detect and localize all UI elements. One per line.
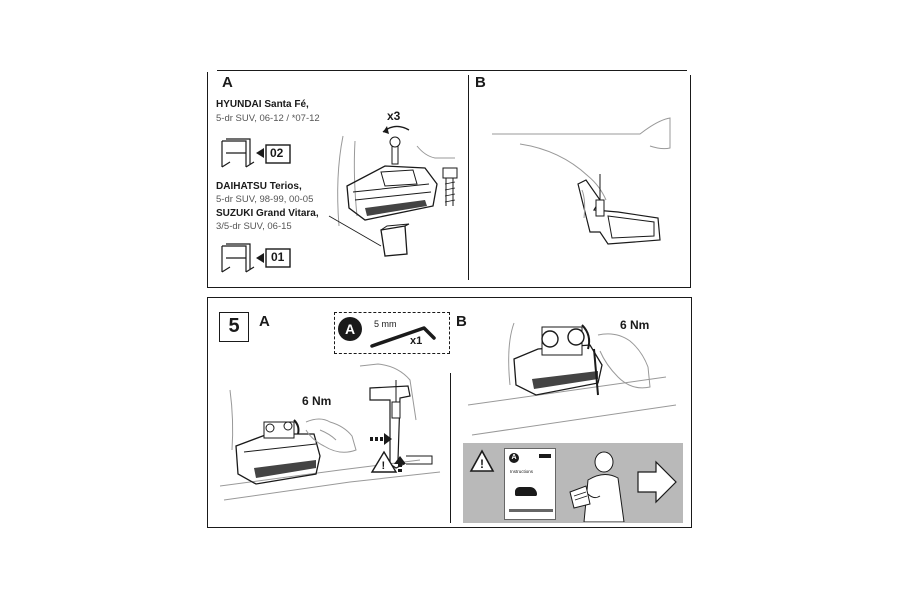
top-panel-left-border <box>207 72 208 288</box>
svg-text:!: ! <box>480 457 484 471</box>
tool-qty: x1 <box>410 335 423 347</box>
bottom-panel-right-border <box>691 297 692 528</box>
screw-count: x3 <box>387 109 401 123</box>
hex-key-icon <box>370 326 436 348</box>
tool-size: 5 mm <box>374 319 397 329</box>
bottom-panel <box>207 297 692 529</box>
top-panel-a-letter: A <box>222 74 233 91</box>
vehicle-name: DAIHATSU Terios, <box>216 181 302 192</box>
top-panel-b-letter: B <box>475 74 486 91</box>
vehicle-spec: 5-dr SUV, 98-99, 00-05 <box>216 194 314 205</box>
foot-assembly-illustration: x3 <box>328 109 458 257</box>
part-code-02: 02 <box>270 146 284 160</box>
booklet-title: Instructions <box>510 469 534 474</box>
tighten-bolt-illustration: 6 Nm ! <box>220 363 441 501</box>
pointer-arrow-icon <box>256 253 264 263</box>
pointer-arrow-icon <box>256 148 264 158</box>
step-number-box: 5 <box>219 312 249 342</box>
bottom-panel-b-letter: B <box>456 313 467 330</box>
tighten-bolt-b-illustration: 6 Nm <box>467 318 677 436</box>
vehicle-name: HYUNDAI Santa Fé, <box>216 99 309 110</box>
top-panel-top-border <box>217 70 687 71</box>
top-panel-right-border <box>690 75 691 288</box>
step-number: 5 <box>228 315 240 337</box>
foot-pad-part-icon <box>221 138 291 168</box>
bottom-panel-a-letter: A <box>259 313 270 330</box>
booklet-badge: A <box>509 453 519 463</box>
torque-label-a: 6 Nm <box>302 394 331 408</box>
svg-text:!: ! <box>382 460 386 472</box>
booklet-footer <box>509 509 553 512</box>
vehicle-spec: 5-dr SUV, 06-12 / *07-12 <box>216 113 320 124</box>
arrow-right-icon <box>637 460 677 504</box>
tool-badge-letter: A <box>344 321 356 337</box>
bottom-panel-left-border <box>207 297 208 528</box>
tool-callout-box <box>334 312 450 354</box>
torque-label-b: 6 Nm <box>620 318 649 332</box>
booklet-car-image <box>515 487 537 496</box>
vehicle-entry: HYUNDAI Santa Fé, 5-dr SUV, 06-12 / *07-… <box>216 99 320 124</box>
top-panel-divider <box>468 75 469 280</box>
vehicle-spec: 3/5-dr SUV, 06-15 <box>216 221 292 232</box>
top-panel <box>207 70 692 288</box>
booklet-badge-letter: A <box>511 454 517 461</box>
booklet-brand-mark <box>539 454 551 458</box>
bottom-panel-divider <box>450 373 451 523</box>
person-reading-icon <box>569 451 625 522</box>
vehicle-name: SUZUKI Grand Vitara, <box>216 208 319 219</box>
vehicle-entry: DAIHATSU Terios, 5-dr SUV, 98-99, 00-05 … <box>216 181 319 232</box>
bottom-panel-top-border <box>207 297 692 298</box>
tool-badge: A <box>338 317 362 341</box>
foot-pad-part-icon <box>221 243 291 273</box>
bottom-panel-bottom-border <box>207 527 692 528</box>
part-code-01: 01 <box>271 250 285 264</box>
instruction-booklet: A Instructions <box>504 448 556 520</box>
warning-triangle-icon: ! <box>469 449 495 472</box>
top-panel-bottom-border <box>207 287 691 288</box>
roof-profile-illustration <box>492 117 671 245</box>
warning-triangle-icon <box>370 450 398 473</box>
